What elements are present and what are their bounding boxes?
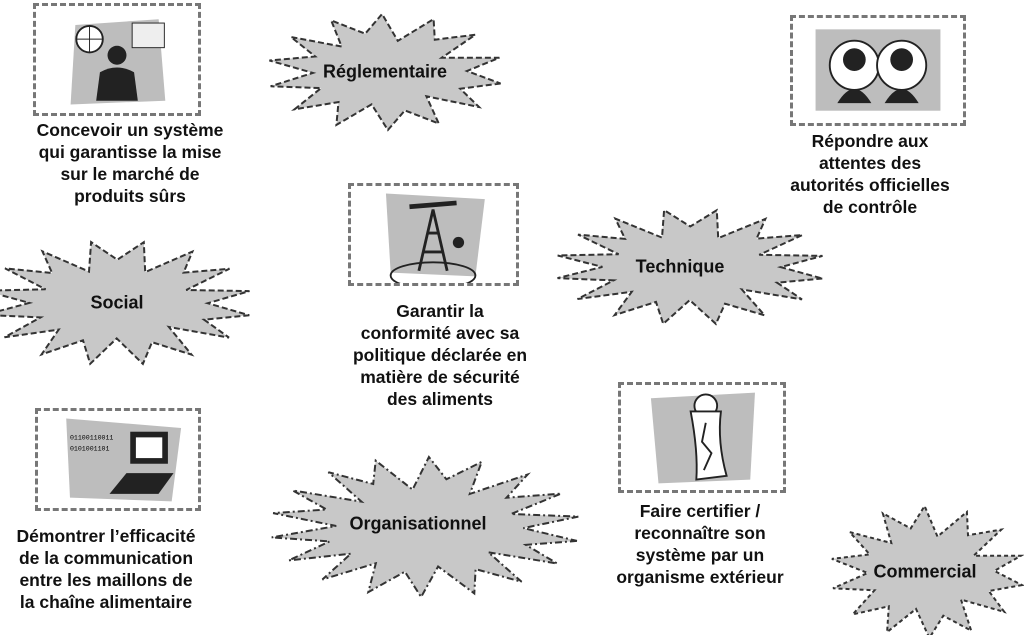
goal-communication-text: Démontrer l’efficacité de la communicati… xyxy=(16,526,196,612)
picture-design xyxy=(33,3,201,116)
picture-certification xyxy=(618,382,786,493)
goal-certification-text: Faire certifier / reconnaître son systèm… xyxy=(616,501,784,587)
businessman-globe-icon xyxy=(70,19,166,105)
computer-icon: 01100110011 0101001101 xyxy=(66,418,182,502)
stake-organisationnel-burst xyxy=(271,455,579,599)
stake-social-label: Social xyxy=(90,292,144,313)
stake-reglementaire-burst xyxy=(269,12,501,132)
svg-text:01100110011: 01100110011 xyxy=(70,434,113,441)
certificate-scroll-icon xyxy=(650,392,755,484)
svg-text:0101001101: 0101001101 xyxy=(70,446,110,453)
oil-derrick-icon xyxy=(385,193,485,283)
goal-conformity-text: Garantir la conformité avec sa politique… xyxy=(352,301,528,409)
picture-communication: 01100110011 0101001101 xyxy=(35,408,201,511)
stake-technique-burst xyxy=(557,208,823,326)
stake-commercial-burst xyxy=(831,503,1024,635)
goal-design-text: Concevoir un système qui garantisse la m… xyxy=(36,120,224,206)
stake-commercial-label: Commercial xyxy=(873,561,977,582)
stake-technique-label: Technique xyxy=(635,256,725,277)
goal-authorities-text: Répondre aux attentes des autorités offi… xyxy=(790,131,950,217)
picture-authorities xyxy=(790,15,966,126)
picture-conformity xyxy=(348,183,519,286)
stake-reglementaire-label: Réglementaire xyxy=(322,61,448,82)
stake-social-burst xyxy=(0,240,250,366)
stake-organisationnel-label: Organisationnel xyxy=(349,513,487,534)
inspectors-icon xyxy=(815,29,941,111)
